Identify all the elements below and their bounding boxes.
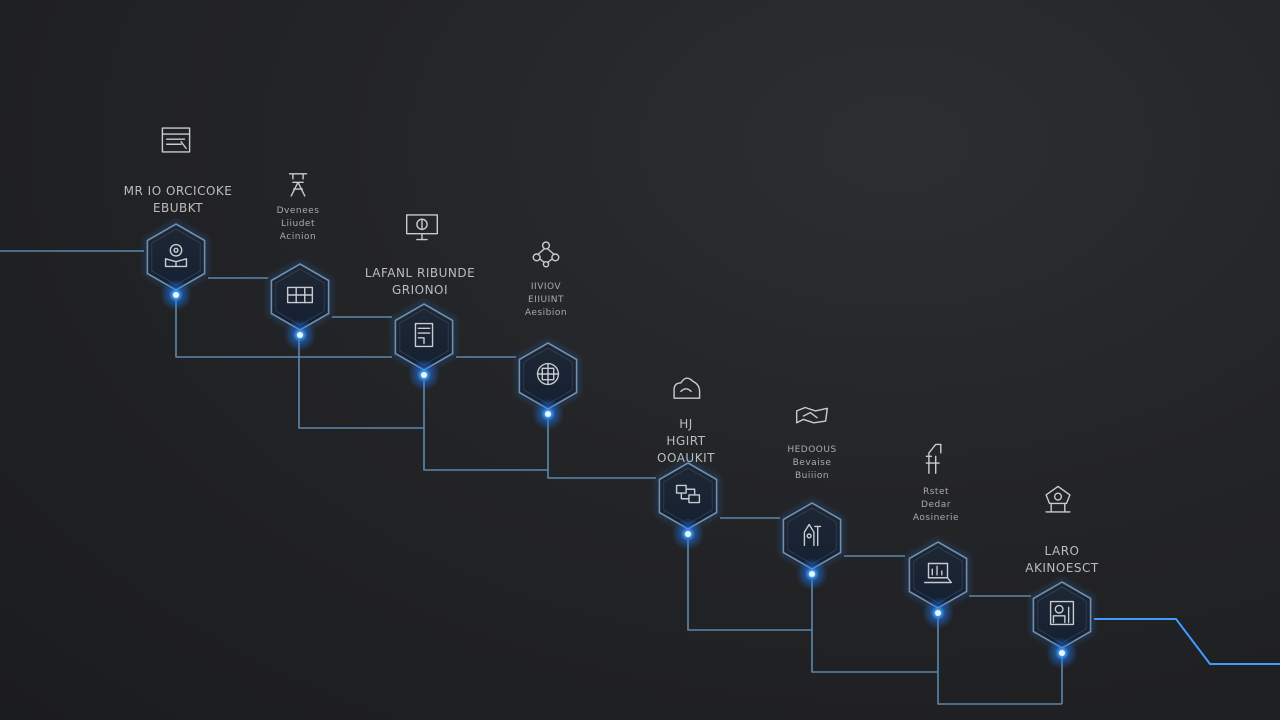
step-label-line: Dedar — [921, 500, 951, 510]
exit-line — [1094, 618, 1280, 665]
cloud-upload-icon — [673, 377, 701, 399]
step-node — [392, 300, 456, 391]
glow-dot-core — [421, 372, 427, 378]
step-node — [268, 260, 332, 351]
drop-line — [298, 340, 424, 429]
team-board-icon — [1049, 600, 1075, 626]
step-label-line: HJ — [679, 417, 693, 431]
drop-line — [547, 420, 656, 479]
step-label-line: EBUBKT — [152, 201, 204, 215]
robot-arm-icon — [925, 443, 942, 474]
step-label-line: OOAUKIT — [657, 451, 715, 465]
step-node — [144, 220, 208, 311]
drop-line — [937, 618, 1062, 705]
step-label-line: MR IO ORCICOKE — [123, 184, 233, 198]
step-label-line: Rstet — [922, 487, 950, 497]
chart-map-icon — [796, 406, 828, 424]
step-node — [906, 538, 970, 629]
glow-dot-core — [685, 531, 691, 537]
connector-lines — [0, 250, 1280, 705]
document-icon — [161, 127, 191, 153]
step-label-line: Dvenees — [276, 206, 320, 216]
step-label-line: Liiudet — [280, 219, 315, 229]
glow-dot-core — [297, 332, 303, 338]
server-rack-icon — [414, 322, 434, 348]
step-label: LARO AKINOESCT — [1025, 543, 1098, 577]
glow-dot-core — [1059, 650, 1065, 656]
step-label-line: HEDOOUS — [787, 445, 837, 455]
step-node — [780, 499, 844, 590]
step-label-line: LAFANL RIBUNDE — [364, 266, 476, 280]
step-label-line: EIIUINT — [528, 295, 564, 305]
glow-dot-core — [545, 411, 551, 417]
step-label-line: HGIRT — [666, 434, 706, 448]
flow-blocks-icon — [675, 484, 701, 504]
tripod-icon — [288, 173, 308, 197]
step-label-line: Buiiion — [794, 471, 830, 481]
network-nodes-icon — [532, 241, 560, 268]
step-label-line: Bevaise — [792, 458, 832, 468]
drop-line — [811, 580, 938, 673]
glow-dot-core — [809, 571, 815, 577]
monitor-icon — [406, 214, 439, 241]
step-label-line: GRIONOI — [391, 283, 449, 297]
grid-blocks-icon — [286, 286, 314, 304]
step-label-line: Aesibion — [524, 308, 568, 318]
glow-dot-core — [935, 610, 941, 616]
laptop-chart-icon — [924, 562, 952, 584]
hand-tools-icon — [803, 523, 822, 547]
step-label-line: Acinion — [279, 232, 317, 242]
drop-line — [423, 380, 548, 471]
step-label: IIVIOV EIIUINT Aesibion — [525, 281, 567, 320]
step-node — [656, 459, 720, 550]
step-label: MR IO ORCICOKE EBUBKT — [124, 183, 233, 217]
step-label-line: Aosinerie — [912, 513, 960, 523]
glow-dot-core — [173, 292, 179, 298]
step-label: HJ HGIRT OOAUKIT — [657, 416, 715, 467]
step-label-line: AKINOESCT — [1025, 561, 1099, 575]
step-node — [516, 339, 580, 430]
globe-grid-icon — [536, 362, 560, 386]
step-node — [1030, 578, 1094, 669]
step-label-line: IIVIOV — [530, 282, 562, 292]
user-reading-icon — [164, 243, 188, 268]
step-label: LAFANL RIBUNDE GRIONOI — [365, 265, 475, 299]
drop-line — [175, 300, 392, 358]
drop-line — [687, 540, 812, 631]
shield-person-icon — [1045, 485, 1071, 513]
step-label-line: LARO — [1044, 544, 1080, 558]
